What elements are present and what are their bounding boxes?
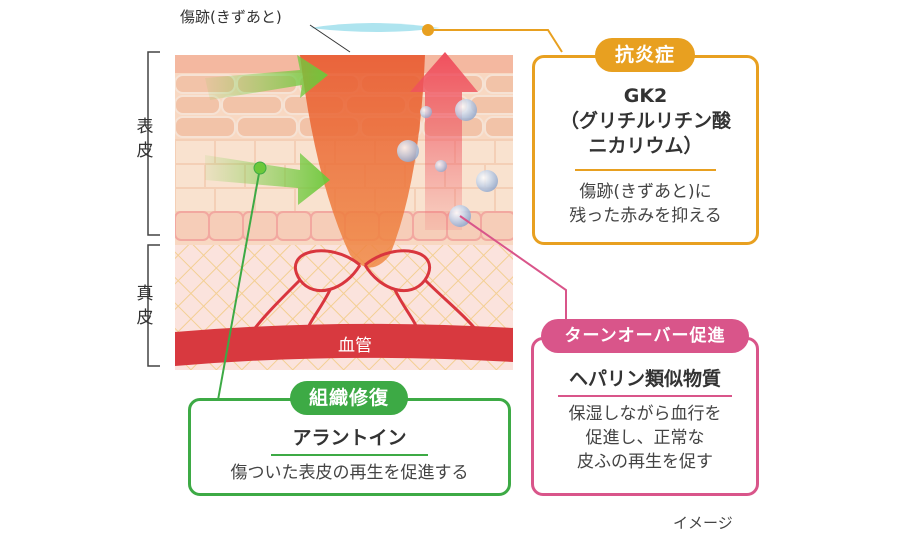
allantoin-name: アラントイン (292, 427, 407, 449)
tissue-repair-divider (271, 454, 428, 456)
turnover-desc-line1: 保湿しながら血行を (568, 404, 722, 424)
gk2-line1: GK2 (623, 85, 668, 107)
tissue-repair-desc: 傷ついた表皮の再生を促進する (230, 463, 469, 483)
epidermis-text: 表皮 (136, 117, 154, 161)
turnover-desc: 保湿しながら血行を 促進し、正常な 皮ふの再生を促す (534, 402, 756, 474)
gk2-name: GK2 （グリチルリチン酸 ニカリウム） (535, 84, 756, 159)
heparin-name: ヘパリン類似物質 (568, 368, 721, 390)
anti-inflammatory-desc-line2: 残った赤みを抑える (569, 206, 722, 226)
wound-label: 傷跡(きずあと) (180, 8, 282, 26)
turnover-desc-line2: 促進し、正常な (585, 428, 705, 448)
dermis-label: 真皮 (134, 282, 156, 330)
blood-vessel-label: 血管 (338, 336, 372, 356)
gk2-line3: ニカリウム） (588, 135, 703, 157)
anti-inflammatory-divider (575, 169, 716, 171)
turnover-box: ヘパリン類似物質 保湿しながら血行を 促進し、正常な 皮ふの再生を促す (531, 337, 759, 496)
anti-inflammatory-badge: 抗炎症 (595, 38, 695, 72)
anti-inflammatory-box: GK2 （グリチルリチン酸 ニカリウム） 傷跡(きずあと)に 残った赤みを抑える (532, 55, 759, 245)
image-note: イメージ (673, 514, 733, 532)
turnover-divider (558, 395, 732, 397)
turnover-badge: ターンオーバー促進 (541, 319, 749, 353)
tissue-repair-badge: 組織修復 (290, 381, 408, 415)
gk2-line2: （グリチルリチン酸 (559, 110, 731, 132)
epidermis-label: 表皮 (134, 115, 156, 163)
anti-inflammatory-desc-line1: 傷跡(きずあと)に (579, 182, 712, 202)
dermis-text: 真皮 (136, 284, 154, 328)
anti-inflammatory-desc: 傷跡(きずあと)に 残った赤みを抑える (535, 180, 756, 228)
turnover-desc-line3: 皮ふの再生を促す (577, 452, 713, 472)
